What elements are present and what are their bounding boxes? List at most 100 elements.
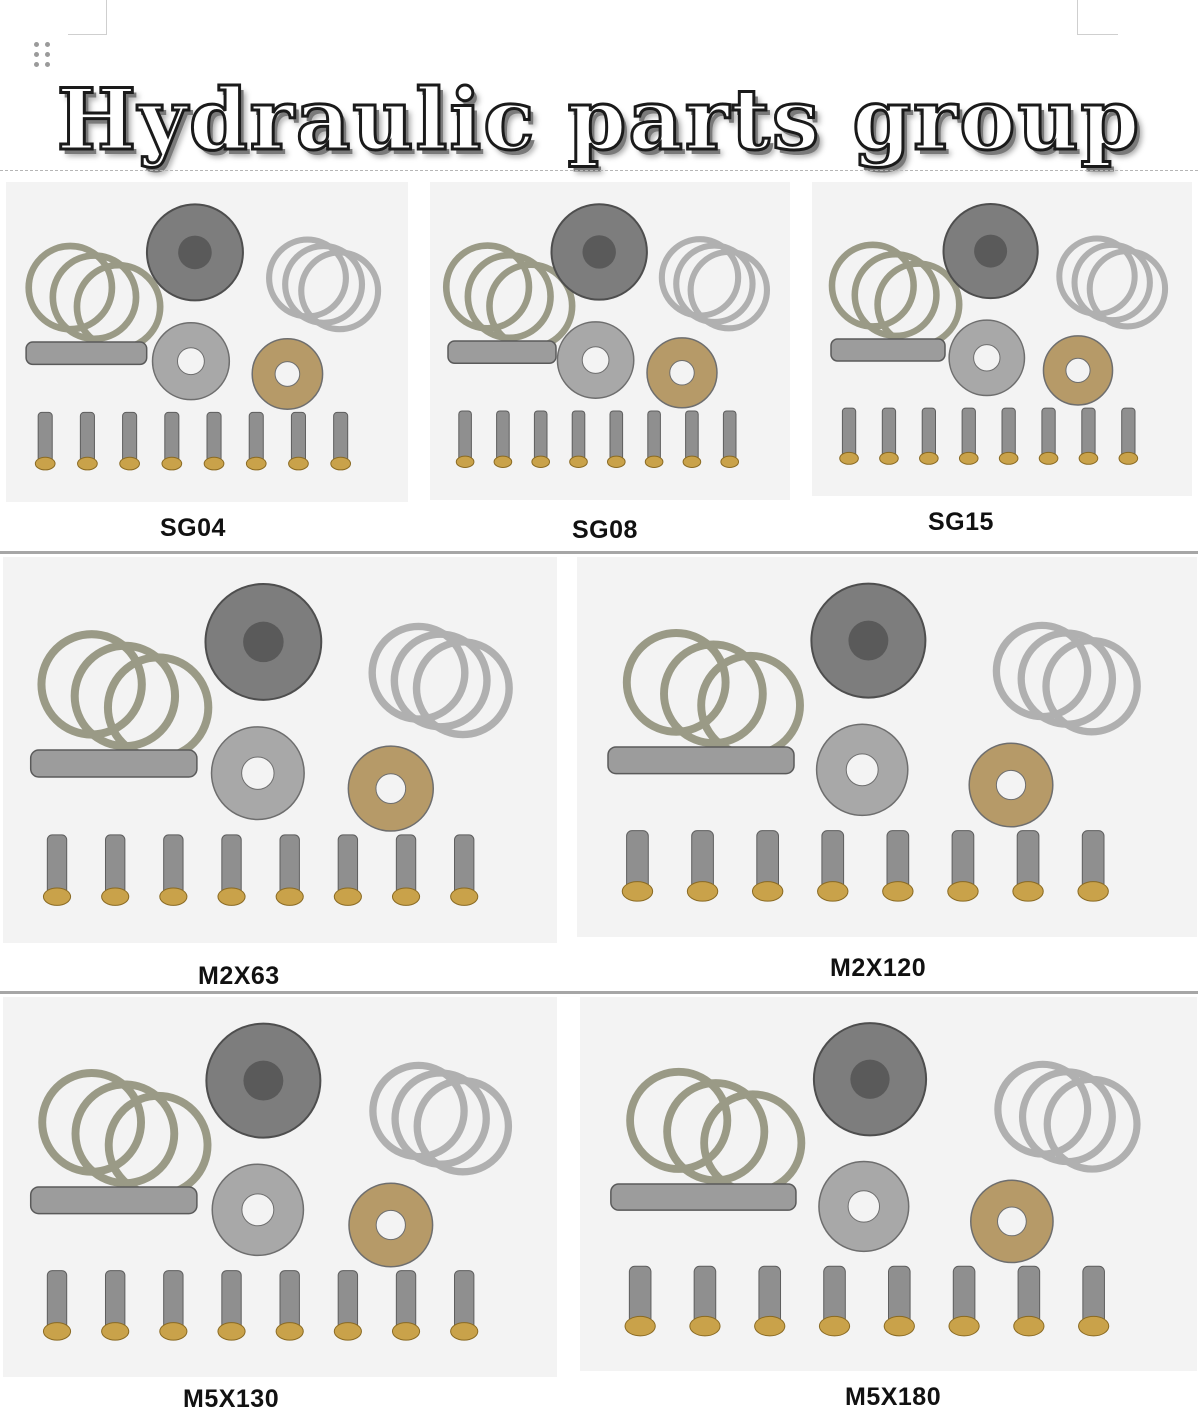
piston-shoe bbox=[493, 455, 513, 469]
piston-shoe bbox=[450, 1322, 479, 1341]
product-label-sg08: SG08 bbox=[572, 516, 638, 544]
plate-hole bbox=[241, 1193, 275, 1227]
piston-shoe bbox=[947, 881, 979, 902]
plate-hole bbox=[845, 753, 879, 787]
piston-shoe bbox=[751, 881, 784, 902]
plate-hole bbox=[176, 347, 205, 376]
disc-part bbox=[687, 248, 771, 332]
product-label-sg04: SG04 bbox=[160, 514, 226, 542]
piston-shoe bbox=[203, 456, 225, 471]
piston-shoe bbox=[161, 456, 183, 471]
piston-shoe bbox=[119, 456, 140, 471]
piston-part bbox=[1081, 407, 1096, 459]
piston-part bbox=[221, 834, 242, 898]
cylinder-bore bbox=[243, 621, 284, 663]
drive-shaft bbox=[607, 746, 795, 775]
piston-shoe bbox=[754, 1315, 786, 1337]
drive-shaft bbox=[447, 340, 557, 365]
plate-hole bbox=[973, 344, 1001, 372]
piston-shoe bbox=[333, 1322, 362, 1341]
drag-handle-icon[interactable] bbox=[34, 42, 54, 68]
piston-shoe bbox=[883, 1315, 915, 1337]
piston-shoe bbox=[818, 1315, 851, 1337]
parts-illustration bbox=[607, 582, 1141, 902]
disc-part bbox=[412, 638, 513, 739]
drive-shaft bbox=[610, 1183, 797, 1211]
piston-part bbox=[1121, 407, 1136, 459]
piston-part bbox=[961, 407, 976, 459]
piston-part bbox=[609, 410, 624, 463]
disc-part bbox=[1043, 1075, 1141, 1173]
piston-part bbox=[46, 834, 68, 898]
piston-shoe bbox=[101, 1322, 130, 1341]
piston-shoe bbox=[882, 881, 914, 902]
cylinder-bore bbox=[848, 620, 889, 661]
piston-part bbox=[164, 411, 180, 465]
product-label-m2x120: M2X120 bbox=[830, 954, 927, 982]
piston-shoe bbox=[159, 1322, 188, 1341]
title-divider bbox=[0, 170, 1198, 171]
product-photo-m5x180 bbox=[580, 997, 1197, 1371]
cylinder-bore bbox=[850, 1059, 890, 1099]
piston-shoe bbox=[531, 455, 551, 469]
piston-shoe bbox=[817, 881, 849, 902]
piston-part bbox=[533, 410, 548, 463]
piston-shoe bbox=[391, 1322, 421, 1341]
piston-shoe bbox=[450, 887, 479, 906]
disc-part bbox=[104, 1091, 212, 1199]
product-photo-sg15 bbox=[812, 182, 1192, 496]
piston-part bbox=[248, 411, 264, 465]
drive-shaft bbox=[25, 341, 148, 366]
piston-part bbox=[685, 410, 699, 463]
drive-shaft bbox=[29, 749, 198, 778]
piston-part bbox=[454, 834, 475, 898]
piston-shoe bbox=[101, 887, 130, 906]
piston-shoe bbox=[288, 456, 309, 471]
cylinder-bore bbox=[582, 235, 616, 269]
piston-shoe bbox=[1078, 451, 1099, 465]
piston-shoe bbox=[1013, 1315, 1045, 1337]
piston-shoe bbox=[391, 887, 421, 906]
piston-part bbox=[206, 411, 222, 465]
piston-part bbox=[37, 411, 53, 465]
piston-shoe bbox=[275, 1322, 304, 1341]
plate-hole bbox=[1065, 357, 1091, 383]
piston-shoe bbox=[919, 451, 939, 465]
disc-part bbox=[103, 653, 213, 762]
piston-part bbox=[881, 407, 897, 459]
piston-shoe bbox=[1118, 451, 1139, 465]
product-label-m5x180: M5X180 bbox=[845, 1383, 942, 1411]
piston-shoe bbox=[682, 455, 702, 469]
piston-part bbox=[1041, 407, 1056, 459]
product-photo-m2x120 bbox=[577, 557, 1197, 937]
piston-shoe bbox=[42, 1322, 72, 1341]
disc-part bbox=[1042, 636, 1141, 736]
section-separator-1 bbox=[0, 551, 1198, 554]
disc-part bbox=[626, 1067, 732, 1173]
plate-hole bbox=[581, 346, 610, 374]
piston-shoe bbox=[606, 455, 626, 469]
piston-part bbox=[1001, 407, 1016, 459]
parts-illustration bbox=[610, 1022, 1141, 1337]
disc-part bbox=[73, 261, 164, 352]
piston-shoe bbox=[958, 451, 979, 465]
plate-hole bbox=[274, 361, 301, 387]
disc-part bbox=[874, 260, 963, 349]
corner-mark-right bbox=[1077, 0, 1118, 35]
piston-part bbox=[104, 834, 126, 898]
plate-hole bbox=[669, 360, 695, 386]
piston-shoe bbox=[569, 455, 588, 469]
disc-part bbox=[298, 249, 382, 333]
piston-shoe bbox=[879, 451, 899, 465]
piston-shoe bbox=[720, 455, 740, 469]
plate-hole bbox=[375, 773, 407, 804]
parts-illustration bbox=[828, 202, 1169, 465]
plate-hole bbox=[997, 1206, 1027, 1237]
product-label-m2x63: M2X63 bbox=[198, 962, 280, 990]
product-label-m5x130: M5X130 bbox=[183, 1385, 280, 1413]
piston-shoe bbox=[1038, 451, 1059, 465]
piston-shoe bbox=[245, 456, 267, 471]
piston-shoe bbox=[217, 887, 246, 906]
product-photo-m2x63 bbox=[3, 557, 557, 943]
parts-illustration bbox=[25, 203, 382, 471]
